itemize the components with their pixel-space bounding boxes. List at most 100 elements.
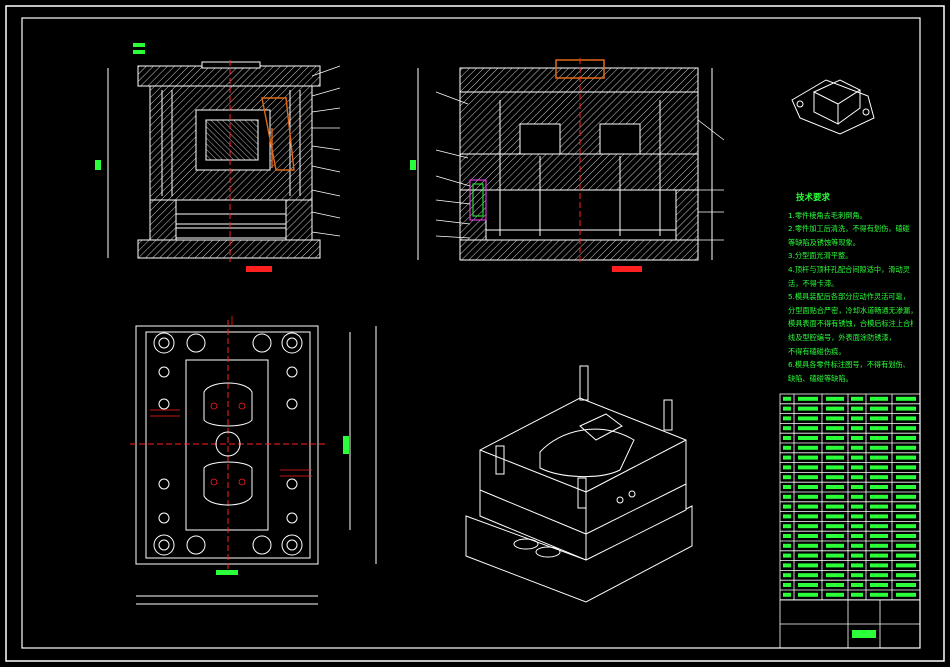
bom-cell-text: [798, 563, 818, 568]
bom-cell-text: [870, 553, 888, 558]
bom-cell-text: [851, 553, 863, 558]
bom-cell-text: [851, 524, 863, 529]
bom-cell-text: [851, 396, 863, 401]
requirement-line: 4.顶杆与顶杆孔配合间隙适中，滑动灵: [788, 264, 910, 274]
bom-cell-text: [783, 563, 791, 568]
bom-cell-text: [826, 406, 844, 411]
bom-cell-text: [870, 534, 888, 538]
front-section-view: [95, 43, 341, 272]
bom-cell-text: [783, 583, 791, 587]
bom-cell-text: [851, 504, 863, 509]
bom-cell-text: [870, 445, 888, 450]
requirement-line: 6.模具各零件标注图号，不得有划伤、: [788, 360, 910, 370]
bom-cell-text: [896, 592, 916, 597]
bom-cell-text: [826, 553, 844, 558]
bom-cell-text: [851, 592, 863, 597]
bom-cell-text: [851, 573, 863, 578]
requirement-line: 1.零件棱角去毛刺倒角。: [788, 210, 867, 220]
guide-pin-holes: [153, 332, 303, 556]
bom-cell-text: [896, 514, 916, 519]
bom-cell-text: [851, 485, 863, 489]
bom-cell-text: [783, 416, 791, 421]
bom-cell-text: [870, 583, 888, 587]
bom-cell-text: [783, 396, 791, 401]
bom-cell-text: [826, 436, 844, 440]
bom-cell-text: [851, 494, 863, 499]
bom-cell-text: [896, 475, 916, 480]
bom-cell-text: [896, 563, 916, 568]
bom-cell-text: [870, 494, 888, 499]
bom-cell-text: [851, 455, 863, 460]
bom-cell-text: [798, 416, 818, 421]
bom-cell-text: [826, 475, 844, 480]
bom-cell-text: [826, 396, 844, 401]
bom-cell-text: [870, 543, 888, 548]
bom-cell-text: [896, 534, 916, 538]
bom-cell-text: [783, 426, 791, 431]
bom-cell-text: [826, 416, 844, 421]
isometric-mold-view: [465, 365, 693, 603]
bom-cell-text: [870, 514, 888, 519]
technical-requirements: 技术要求 1.零件棱角去毛刺倒角。 2.零件加工后清洗，不得有划伤，磕碰 等缺陷…: [788, 192, 913, 385]
bom-cell-text: [870, 455, 888, 460]
bom-cell-text: [826, 485, 844, 489]
requirement-line: 2.零件加工后清洗，不得有划伤，磕碰: [788, 224, 910, 234]
requirement-line: 活，不得卡滞。: [788, 278, 839, 288]
bom-cell-text: [896, 416, 916, 421]
bom-cell-text: [826, 514, 844, 519]
bom-cell-text: [798, 534, 818, 538]
bom-cell-text: [798, 543, 818, 548]
side-section-view: [410, 58, 725, 272]
bom-cell-text: [798, 436, 818, 440]
bom-cell-text: [896, 485, 916, 489]
bom-cell-text: [870, 416, 888, 421]
requirement-line: 5.模具装配后各部分应动作灵活可靠，: [788, 292, 910, 302]
requirement-line: 不得有磕碰伤痕。: [788, 346, 846, 356]
bom-cell-text: [783, 475, 791, 480]
bom-cell-text: [896, 504, 916, 509]
bom-cell-text: [851, 465, 863, 470]
bom-cell-text: [851, 426, 863, 431]
bom-cell-text: [826, 465, 844, 470]
bom-cell-text: [826, 592, 844, 597]
bom-cell-text: [851, 436, 863, 440]
bom-cell-text: [798, 465, 818, 470]
bom-cell-text: [798, 475, 818, 480]
bom-cell-text: [851, 534, 863, 538]
bom-cell-text: [870, 592, 888, 597]
bom-cell-text: [851, 406, 863, 411]
requirement-line: 线及型腔编号，外表面涂防锈漆，: [788, 332, 896, 342]
bom-cell-text: [851, 416, 863, 421]
requirement-line: 3.分型面光滑平整。: [788, 251, 853, 261]
bom-cell-text: [798, 396, 818, 401]
bom-cell-text: [896, 426, 916, 431]
bom-cell-text: [851, 514, 863, 519]
bom-cell-text: [896, 494, 916, 499]
requirement-line: 模具表面不得有锈蚀，合模后标注上合模: [788, 319, 913, 329]
bom-cell-text: [851, 583, 863, 587]
bom-cell-text: [870, 396, 888, 401]
bom-cell-text: [826, 524, 844, 529]
bom-cell-text: [896, 583, 916, 587]
bom-cell-text: [870, 436, 888, 440]
requirement-line: 等缺陷及锈蚀等现象。: [788, 237, 860, 247]
requirement-line: 分型面贴合严密，冷却水道畅通无渗漏，: [788, 305, 913, 315]
bom-cell-text: [851, 563, 863, 568]
bom-cell-text: [798, 514, 818, 519]
bom-cell-text: [896, 465, 916, 470]
bom-cell-text: [798, 504, 818, 509]
bom-cell-text: [783, 514, 791, 519]
bom-cell-text: [826, 445, 844, 450]
bom-cell-text: [896, 524, 916, 529]
bom-cell-text: [783, 465, 791, 470]
bom-cell-text: [798, 445, 818, 450]
bom-cell-text: [798, 553, 818, 558]
bom-cell-text: [826, 455, 844, 460]
bom-cell-text: [783, 445, 791, 450]
bom-cell-text: [783, 553, 791, 558]
top-plan-view: [130, 316, 377, 605]
bom-cell-text: [826, 563, 844, 568]
bom-cell-text: [783, 455, 791, 460]
bom-cell-text: [870, 406, 888, 411]
